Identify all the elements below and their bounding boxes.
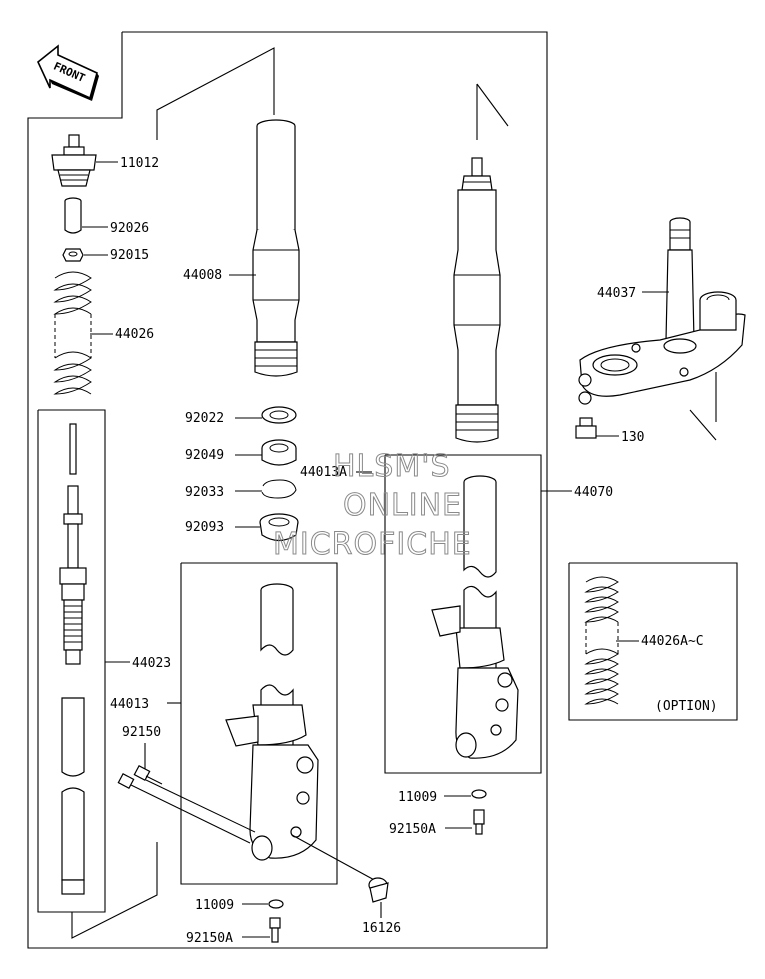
washer-11009-bottom [268,899,284,909]
label-92150A-bottom: 92150A [186,931,233,946]
label-11012: 11012 [120,156,159,171]
fork-assembly-box [384,454,542,774]
watermark-line-3: MICROFICHE [273,527,472,562]
label-92022: 92022 [185,411,224,426]
front-arrow-icon: FRONT [37,44,99,101]
label-92033: 92033 [185,485,224,500]
oil-seal-92049 [261,439,297,466]
label-44026A-C: 44026A~C [641,634,704,649]
label-44008: 44008 [183,268,222,283]
label-option: (OPTION) [655,699,718,714]
label-44023: 44023 [132,656,171,671]
inner-tube-44013 [225,583,319,861]
fork-assembly-tube [453,157,501,443]
label-92026: 92026 [110,221,149,236]
cartridge-box [37,409,106,913]
label-44026: 44026 [115,327,154,342]
bolt-130 [575,417,597,439]
outer-tube-44008 [252,119,300,377]
bolt-92150A-bottom [269,917,281,943]
label-92093: 92093 [185,520,224,535]
label-92049: 92049 [185,448,224,463]
spring-44026 [53,271,92,395]
watermark-line-1: HLSM'S [333,449,451,484]
label-92150A-top: 92150A [389,822,436,837]
option-box [568,562,738,721]
watermark-line-2: ONLINE [343,488,462,523]
spring-44026A-C [584,576,619,705]
dust-seal-92093 [259,513,299,542]
label-11009-top: 11009 [398,790,437,805]
label-44037: 44037 [597,286,636,301]
main-frame [27,31,548,949]
nut-92015 [62,248,84,262]
label-92150: 92150 [122,725,161,740]
bolt-92150A-top [473,809,485,835]
label-44013A: 44013A [300,465,347,480]
damper-rod-44023 [59,423,87,895]
label-16126: 16126 [362,921,401,936]
lower-fork-box [180,562,338,885]
label-44070: 44070 [574,485,613,500]
label-92015: 92015 [110,248,149,263]
washer-11009-top [471,789,487,799]
label-130: 130 [621,430,644,445]
circlip-92033 [261,479,297,499]
cap-bolt-11012 [51,134,97,187]
watermark: HLSM'S ONLINE MICROFICHE [273,449,472,563]
washer-92022 [261,406,297,424]
collar-92026 [64,197,82,234]
pinch-bolts-92150 [117,764,256,844]
steering-stem-44037 [578,217,746,405]
label-11009-bottom: 11009 [195,898,234,913]
fork-assembly-44070 [431,475,519,759]
label-44013: 44013 [110,697,149,712]
axle-16126 [368,877,389,903]
